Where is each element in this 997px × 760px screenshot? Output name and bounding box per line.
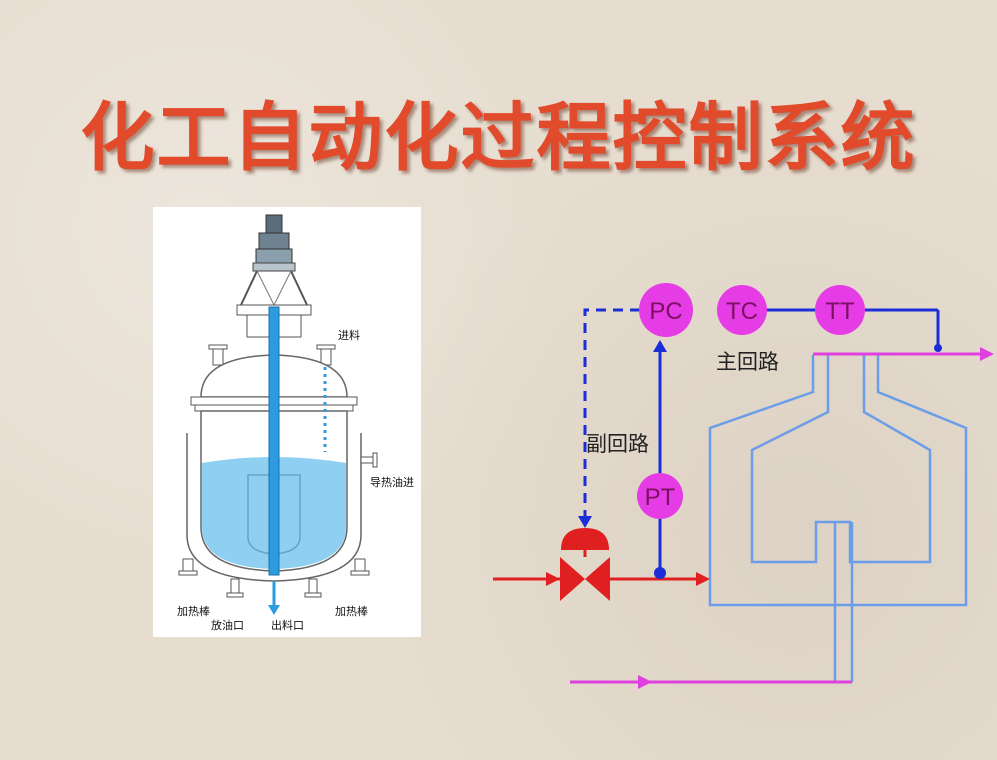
reactor-illustration: 进料 导热油进 加热棒 加热棒 放油口 出料口 [153,207,421,637]
pt-transmitter-node: PT [637,473,683,519]
pt-sensor-tap [654,567,666,579]
hot-stream-inlet-arrow [638,675,652,689]
feed-arrow-upstream [546,572,560,586]
heater-left-label: 加热棒 [177,605,210,618]
pc-to-valve-signal [583,308,640,522]
feed-arrow-downstream [696,572,710,586]
discharge-label: 出料口 [271,619,304,632]
sub-loop-label: 副回路 [586,432,649,456]
heater-right-label: 加热棒 [335,605,368,618]
pt-to-pc-arrow [653,340,667,352]
pc-controller-node: PC [639,283,693,337]
valve-actuator [561,528,609,550]
control-loop-diagram: PC TC TT PT [493,283,994,689]
main-loop-label: 主回路 [716,350,779,374]
pc-label: PC [649,298,682,325]
oil-drain-label: 放油口 [211,619,244,632]
tc-label: TC [726,298,758,325]
vessel-outlet-pipe [833,522,854,682]
vessel-outer-wall [708,355,968,607]
feed-label: 进料 [338,329,360,342]
tc-controller-node: TC [717,285,767,335]
pc-to-valve-arrow [578,516,592,528]
tt-transmitter-node: TT [815,285,865,335]
control-valve-right [585,557,610,601]
reactor-vessel-drawing [178,214,378,615]
control-valve-left [560,557,585,601]
heating-oil-inlet-label: 导热油进 [370,476,414,489]
tt-label: TT [825,298,855,325]
page-title: 化工自动化过程控制系统 [80,95,917,181]
pt-label: PT [645,484,676,511]
hot-stream-outlet-arrow [980,347,994,361]
tt-sensor-tap [934,344,942,352]
vessel-inner-wall [750,355,932,564]
